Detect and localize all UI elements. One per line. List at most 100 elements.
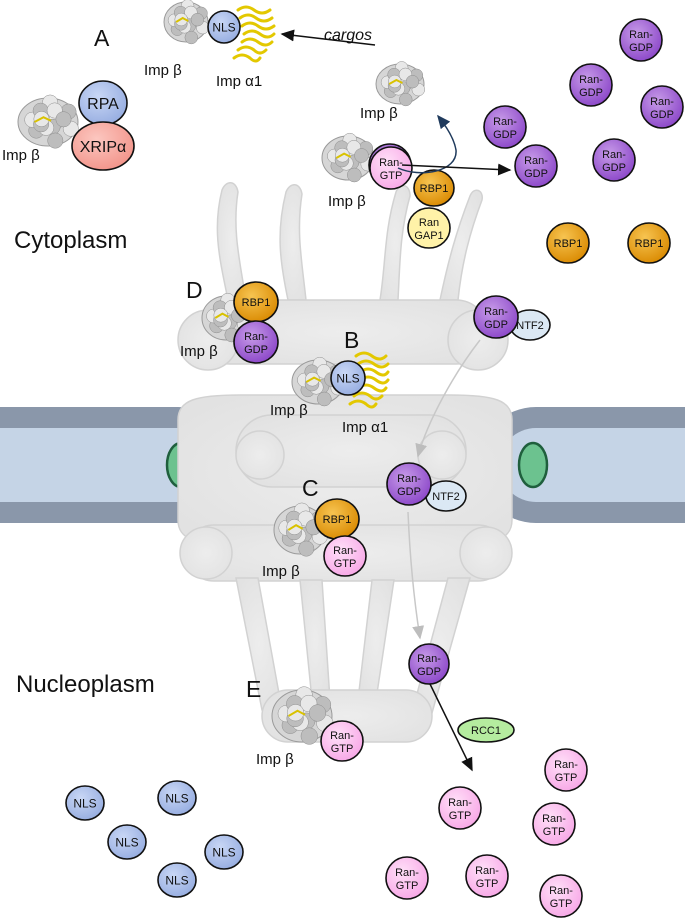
nls-cargo-label: NLS xyxy=(165,791,188,805)
cargos-label: cargos xyxy=(324,27,372,44)
rbp1-molecule-label: RBP1 xyxy=(323,514,352,526)
importin-beta-structure xyxy=(163,0,210,45)
ran-gtp-molecule-label: GTP xyxy=(331,743,354,755)
rbp1-molecule-label: RBP1 xyxy=(635,238,664,250)
arrow-cargos-release xyxy=(280,29,376,46)
rbp1-molecule-shape xyxy=(627,222,671,264)
ran-gtp-molecule: Ran-GTP xyxy=(539,874,583,918)
arrow-ntf2-import xyxy=(415,339,481,458)
rangap1-molecule-label: Ran xyxy=(419,217,439,229)
nls-cargo: NLS xyxy=(65,785,105,821)
nls-cargo: NLS xyxy=(207,10,241,44)
arrow-imp-beta-recycle xyxy=(397,114,457,174)
ran-gtp-molecule-label: Ran- xyxy=(333,545,357,557)
ran-gdp-molecule-label: Ran- xyxy=(484,306,508,318)
importin-beta-structure xyxy=(321,132,376,183)
ran-gdp-molecule-shape xyxy=(514,144,558,188)
ran-gdp-molecule: Ran-GDP xyxy=(408,643,450,685)
membrane-protein-right xyxy=(517,441,549,489)
ran-gtp-molecule-label: Ran- xyxy=(554,759,578,771)
ran-gtp-molecule-label: Ran- xyxy=(475,865,499,877)
ran-gdp-molecule-label: GDP xyxy=(579,87,603,99)
cytoplasm-label: Cytoplasm xyxy=(14,227,127,254)
ran-gdp-molecule-label: Ran- xyxy=(629,29,653,41)
ran-gtp-molecule-shape xyxy=(369,146,413,190)
rbp1-molecule: RBP1 xyxy=(627,222,671,264)
ran-gdp-molecule-shape xyxy=(619,18,663,62)
nls-cargo-shape xyxy=(157,862,197,898)
nuclear-envelope-right xyxy=(478,407,685,523)
cytoplasmic-filament xyxy=(216,182,247,301)
ntf2-molecule-label: NTF2 xyxy=(516,320,544,332)
ran-gdp-molecule-label: Ran- xyxy=(417,653,441,665)
ran-gtp-molecule: Ran-GTP xyxy=(544,748,588,792)
nls-cargo-shape xyxy=(207,10,241,44)
ran-gdp-molecule-shape xyxy=(592,138,636,182)
rbp1-molecule-label: RBP1 xyxy=(554,238,583,250)
ran-gdp-molecule: Ran-GDP xyxy=(386,462,432,506)
cytoplasmic-filament xyxy=(379,184,411,301)
ran-gdp-molecule-shape xyxy=(640,85,684,129)
rbp1-molecule: RBP1 xyxy=(413,169,455,207)
panel-label-b: B xyxy=(344,327,359,353)
nls-cargo-shape xyxy=(65,785,105,821)
importin-alpha1-structure xyxy=(232,5,276,63)
ran-gtp-molecule-label: GTP xyxy=(449,810,472,822)
ring-subunit xyxy=(179,526,233,580)
ran-gtp-molecule-shape xyxy=(438,786,482,830)
ran-gtp-molecule-label: Ran- xyxy=(330,730,354,742)
ran-gtp-molecule: Ran-GTP xyxy=(320,720,364,762)
cytoplasmic-filament xyxy=(279,184,307,301)
ran-gtp-molecule: Ran-GTP xyxy=(532,802,576,846)
ran-gtp-molecule: Ran-GTP xyxy=(438,786,482,830)
rpa-molecule-label: RPA xyxy=(87,96,119,113)
nls-cargo-label: NLS xyxy=(115,835,138,849)
ran-gtp-molecule-shape xyxy=(539,874,583,918)
importin-beta-structures xyxy=(17,0,425,745)
ran-gdp-molecule-label: GDP xyxy=(493,129,517,141)
xrip-alpha-molecule-label: XRIPα xyxy=(80,139,127,156)
ran-gtp-molecule-label: GTP xyxy=(396,880,419,892)
ran-gtp-molecule-shape xyxy=(544,748,588,792)
basket-strand xyxy=(299,579,331,701)
nucleoplasm-label: Nucleoplasm xyxy=(16,671,155,698)
rangap1-molecule-shape xyxy=(407,207,451,249)
ran-gdp-molecule-shape xyxy=(408,643,450,685)
ran-gdp-molecule-label: Ran- xyxy=(524,155,548,167)
ran-gtp-molecule: Ran-GTP xyxy=(369,146,413,190)
importin-beta-structure xyxy=(271,686,334,745)
nls-cargo: NLS xyxy=(157,780,197,816)
xrip-alpha-molecule-shape xyxy=(71,121,135,171)
imp-beta-label: Imp β xyxy=(328,193,366,210)
ring-subunit xyxy=(235,430,285,480)
imp-beta-label: Imp β xyxy=(262,563,300,580)
rbp1-molecule: RBP1 xyxy=(314,498,360,540)
ran-gtp-molecule: Ran-GTP xyxy=(323,535,367,577)
ran-gtp-molecule-shape xyxy=(323,535,367,577)
ran-gtp-molecule: Ran-GTP xyxy=(385,856,429,900)
nuclear-pore-complex xyxy=(177,182,513,743)
rcc1-molecule-label: RCC1 xyxy=(471,725,501,737)
ran-gdp-molecule-label: Ran- xyxy=(602,149,626,161)
ran-gdp-molecule-shape xyxy=(386,462,432,506)
ran-gdp-molecule-label: GDP xyxy=(397,486,421,498)
protein-molecules: NLSRPAXRIPαRan-GDPRan-GTPRBP1RanGAP1Ran-… xyxy=(65,10,684,918)
rpa-molecule: RPA xyxy=(78,80,128,126)
rbp1-molecule: RBP1 xyxy=(233,281,279,323)
ran-gtp-molecule-label: GTP xyxy=(550,898,573,910)
ran-gtp-molecule-label: Ran- xyxy=(379,157,403,169)
nls-cargo-shape xyxy=(204,834,244,870)
ran-gdp-molecule-shape xyxy=(473,295,519,339)
nuclear-envelope-left xyxy=(0,407,236,523)
ran-gtp-molecule-shape xyxy=(320,720,364,762)
ran-gdp-molecule: Ran-GDP xyxy=(640,85,684,129)
ran-gdp-molecule-label: Ran- xyxy=(493,116,517,128)
rbp1-molecule-label: RBP1 xyxy=(242,297,271,309)
ran-gdp-molecule-label: Ran- xyxy=(244,331,268,343)
ran-gdp-molecule-shape xyxy=(483,105,527,149)
ntf2-molecule: NTF2 xyxy=(509,309,551,341)
nls-cargo: NLS xyxy=(330,360,366,396)
ran-gdp-molecule: Ran-GDP xyxy=(473,295,519,339)
